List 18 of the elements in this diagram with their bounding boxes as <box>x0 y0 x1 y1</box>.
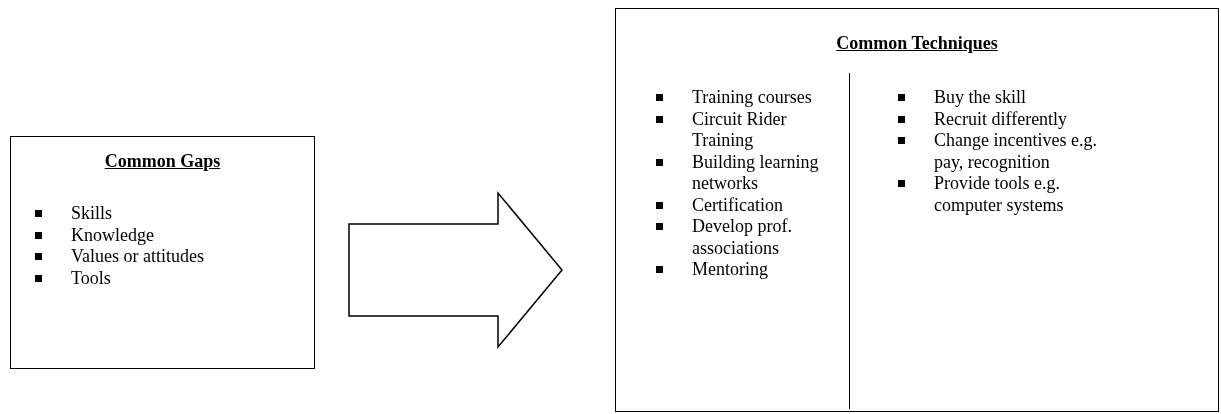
list-item: Tools <box>71 267 112 289</box>
list-item: Develop prof. associations <box>692 216 793 259</box>
list-item: Recruit differently <box>934 108 1069 130</box>
list-item: Buy the skill <box>934 87 1027 109</box>
list-item: Skills <box>71 203 114 225</box>
list-item: Circuit Rider Training <box>692 108 788 152</box>
list-item: Provide tools e.g. computer systems <box>934 173 1065 216</box>
list-item: Training courses <box>692 87 813 109</box>
text-box <box>615 8 1219 412</box>
box-heading: Common Gaps <box>103 151 222 172</box>
list-item: Certification <box>692 194 784 216</box>
list-item: Mentoring <box>692 259 769 281</box>
box-heading: Common Techniques <box>835 33 999 54</box>
list-item: Values or attitudes <box>71 246 205 268</box>
list-item: Change incentives e.g. pay, recognition <box>934 130 1098 173</box>
text-box <box>10 136 315 369</box>
list-item: Knowledge <box>71 224 155 246</box>
list-item: Building learning networks <box>692 151 820 195</box>
